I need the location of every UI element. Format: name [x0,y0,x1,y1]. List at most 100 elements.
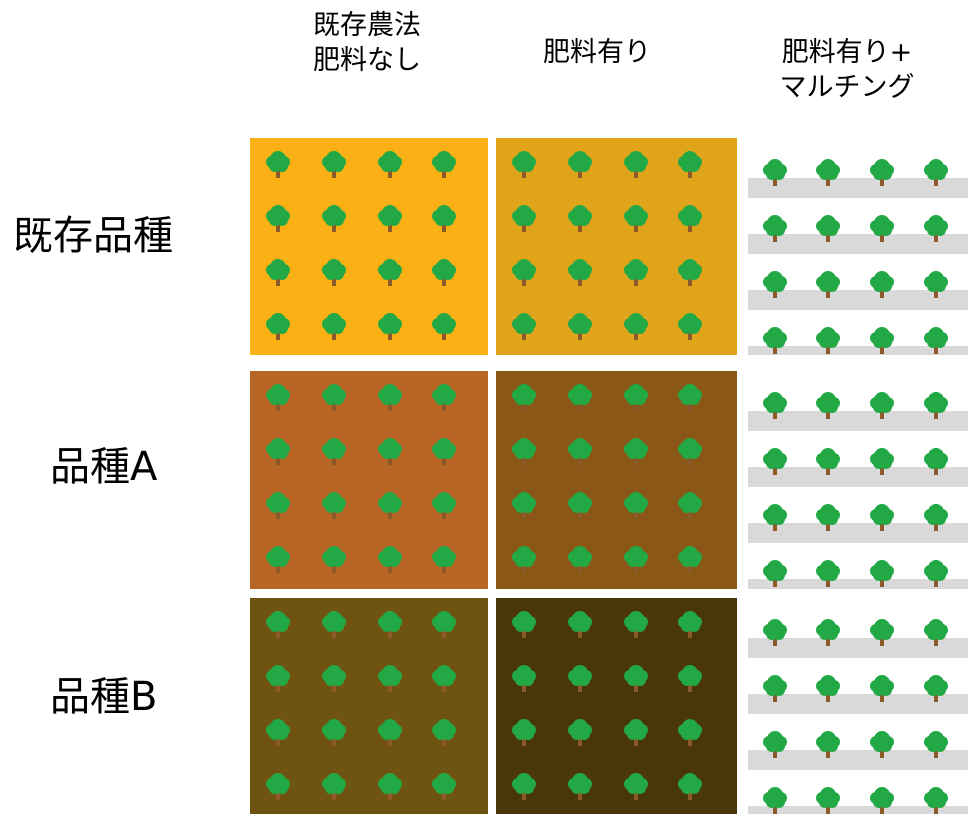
tree-icon [763,504,787,531]
tree-icon [924,787,948,814]
tree-icon [266,151,290,178]
tree-icon [512,384,536,411]
mulch-strip [748,523,968,543]
tree-icon [432,611,456,638]
tree-icon [432,546,456,573]
mulch-strip [748,346,968,355]
tree-icon [816,448,840,475]
tree-icon [512,546,536,573]
column-header-1: 既存農法 肥料なし [313,10,421,76]
mulch-strip [748,638,968,658]
tree-icon [266,205,290,232]
tree-icon [816,560,840,587]
tree-icon [924,675,948,702]
tree-icon [266,611,290,638]
tree-icon [512,313,536,340]
tree-icon [432,384,456,411]
tree-icon [870,159,894,186]
mulch-strip [748,579,968,589]
tree-icon [624,151,648,178]
tree-icon [432,205,456,232]
tree-icon [678,611,702,638]
tree-icon [322,438,346,465]
tree-icon [512,205,536,232]
plot-r1-c2 [496,138,737,355]
mulch-strip [748,234,968,254]
tree-icon [816,215,840,242]
tree-icon [378,151,402,178]
tree-icon [870,271,894,298]
tree-icon [432,438,456,465]
tree-icon [924,448,948,475]
plot-r2-c2 [496,371,737,589]
tree-icon [678,546,702,573]
tree-icon [624,773,648,800]
tree-icon [568,205,592,232]
tree-icon [378,773,402,800]
tree-icon [678,492,702,519]
plot-r1-c1 [250,138,488,355]
tree-icon [870,215,894,242]
tree-icon [678,773,702,800]
tree-icon [378,438,402,465]
tree-icon [870,448,894,475]
tree-icon [378,719,402,746]
mulch-strip [748,178,968,198]
tree-icon [763,448,787,475]
tree-icon [924,327,948,354]
tree-icon [763,731,787,758]
tree-icon [816,159,840,186]
plot-r3-c1 [250,598,488,814]
tree-icon [568,492,592,519]
tree-icon [322,151,346,178]
tree-icon [624,611,648,638]
tree-icon [678,259,702,286]
tree-icon [432,259,456,286]
tree-icon [624,313,648,340]
tree-icon [322,611,346,638]
tree-icon [678,384,702,411]
tree-icon [763,392,787,419]
tree-icon [870,504,894,531]
tree-icon [432,151,456,178]
tree-icon [322,259,346,286]
tree-icon [924,560,948,587]
mulch-strip [748,750,968,770]
mulch-strip [748,290,968,310]
tree-icon [924,159,948,186]
tree-icon [678,313,702,340]
plot-r3-c2 [496,598,737,814]
tree-icon [763,787,787,814]
tree-icon [816,392,840,419]
tree-icon [568,384,592,411]
tree-icon [568,773,592,800]
tree-icon [763,675,787,702]
tree-icon [678,205,702,232]
tree-icon [678,719,702,746]
tree-icon [568,259,592,286]
tree-icon [870,560,894,587]
tree-icon [568,151,592,178]
tree-icon [266,492,290,519]
tree-icon [870,619,894,646]
tree-icon [870,327,894,354]
mulch-strip [748,467,968,487]
tree-icon [322,773,346,800]
tree-icon [266,719,290,746]
mulch-strip [748,411,968,431]
tree-icon [432,492,456,519]
tree-icon [568,611,592,638]
tree-icon [322,384,346,411]
tree-icon [816,787,840,814]
tree-icon [816,271,840,298]
tree-icon [924,215,948,242]
tree-icon [322,313,346,340]
mulch-strip [748,694,968,714]
tree-icon [266,665,290,692]
tree-icon [924,619,948,646]
tree-icon [378,205,402,232]
tree-icon [266,259,290,286]
tree-icon [568,665,592,692]
tree-icon [870,392,894,419]
tree-icon [816,675,840,702]
